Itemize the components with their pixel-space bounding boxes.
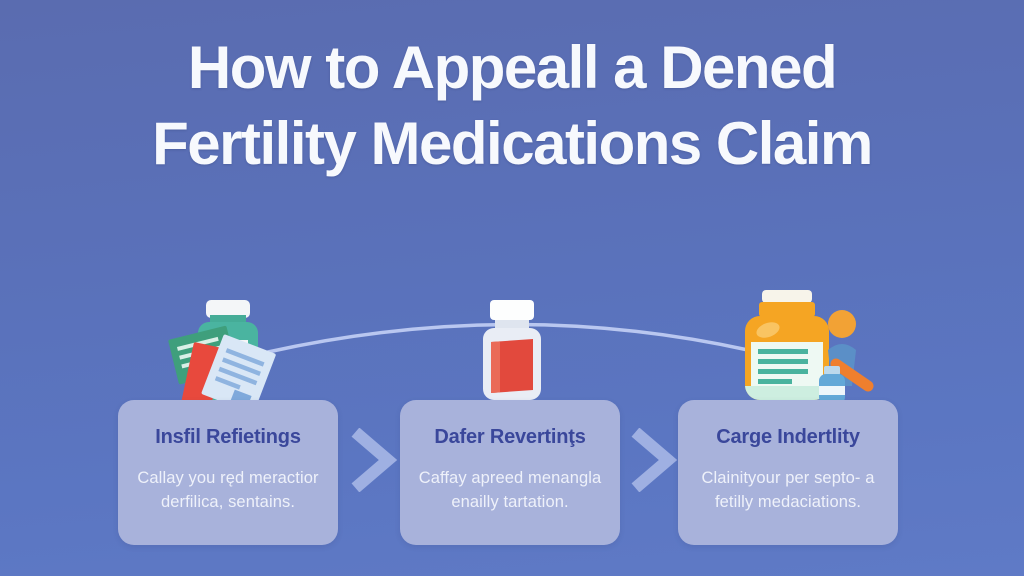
step-3-title: Carge Indertlity (716, 426, 860, 448)
step-2-title: Dafer Revertinţs (434, 426, 586, 448)
documents-and-pill-bottle-icon (158, 298, 298, 414)
step-1-title: Insfil Refietings (155, 426, 301, 448)
pill-bottle-and-person-icon (732, 290, 874, 409)
page-title-line1: How to Appeall a Dened (187, 34, 838, 101)
steps-row: Insfil Refietings Callay you ręd meracti… (0, 400, 1024, 546)
step-card-1: Insfil Refietings Callay you ręd meracti… (118, 400, 338, 545)
chevron-right-icon (631, 428, 678, 492)
step-card-3: Carge Indertlity Clainityour per septo- … (678, 400, 898, 545)
medicine-vial-icon (464, 300, 560, 407)
step-3-body: Clainityour per septo- a fetilly medacia… (701, 469, 875, 511)
page-title: How to Appeall a Dened Fertility Medicat… (0, 30, 1024, 182)
step-2-body: Caffay apreed menangla enailly tartation… (418, 469, 602, 511)
page-title-line2: Fertility Medications Claim (152, 110, 873, 177)
chevron-right-icon (351, 428, 398, 492)
step-card-2: Dafer Revertinţs Caffay apreed menangla … (400, 400, 620, 545)
step-1-body: Callay you ręd meractior derfilica, sent… (137, 469, 319, 511)
